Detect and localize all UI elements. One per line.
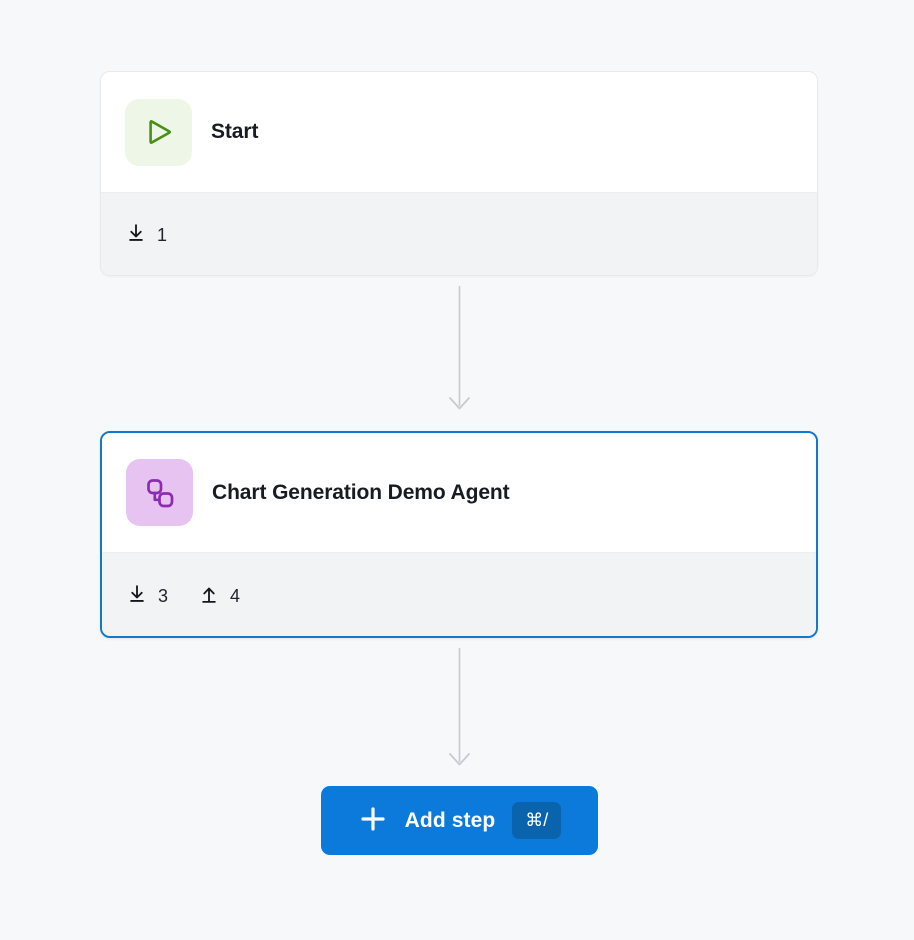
input-count-value: 3 — [158, 585, 169, 606]
add-step-button[interactable]: Add step ⌘/ — [321, 786, 598, 855]
node-input-count: 3 — [126, 583, 168, 610]
download-icon — [126, 583, 148, 610]
connector-agent-to-add-step — [0, 638, 914, 786]
node-title: Chart Generation Demo Agent — [212, 480, 510, 504]
add-step-shortcut-badge: ⌘/ — [512, 802, 562, 839]
download-icon — [125, 222, 147, 249]
node-header: Chart Generation Demo Agent — [102, 433, 816, 552]
output-count-value: 4 — [230, 585, 241, 606]
node-output-count: 4 — [198, 583, 240, 610]
node-title: Start — [211, 120, 259, 143]
node-footer: 3 4 — [102, 552, 816, 636]
plus-icon — [358, 804, 388, 837]
node-input-count: 1 — [125, 222, 167, 249]
workflow-nodes-icon — [126, 459, 193, 526]
play-icon — [125, 98, 192, 166]
connector-start-to-agent — [0, 276, 914, 431]
node-header: Start — [101, 72, 817, 192]
workflow-node-start[interactable]: Start 1 — [100, 71, 818, 276]
add-step-label: Add step — [404, 808, 496, 832]
upload-icon — [198, 583, 220, 610]
workflow-node-chart-generation-demo-agent[interactable]: Chart Generation Demo Agent 3 4 — [100, 431, 818, 638]
input-count-value: 1 — [157, 224, 168, 245]
node-footer: 1 — [101, 192, 817, 275]
